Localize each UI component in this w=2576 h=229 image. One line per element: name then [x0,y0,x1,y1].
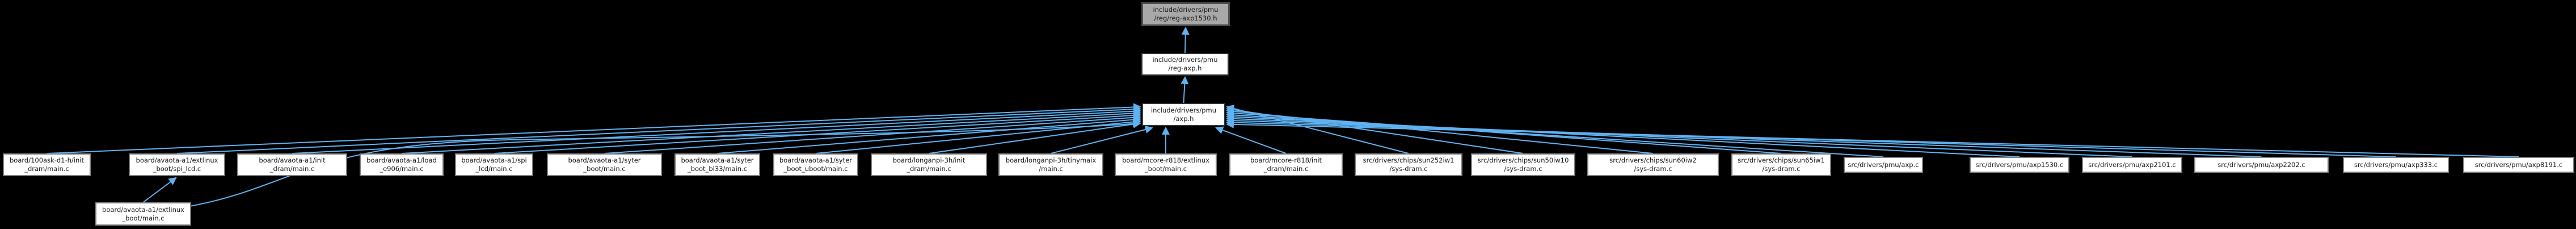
graph-node-label: _dram/main.c [24,165,69,173]
graph-node-label: src/drivers/chips/sun50iw10 [1477,156,1569,165]
graph-node-avaota-syter-boot[interactable]: board/avaota-a1/syter_boot/main.c [547,153,662,176]
graph-node-label: board/avaota-a1/syter [779,156,853,165]
graph-node-avaota-load-e906[interactable]: board/avaota-a1/load_e906/main.c [360,153,444,176]
graph-node-label: _boot/main.c [122,214,165,222]
graph-node-longanpi-3h-init-dram[interactable]: board/longanpi-3h/init_dram/main.c [871,153,987,176]
graph-node-avaota-extlinux-main[interactable]: board/avaota-a1/extlinux_boot/main.c [95,202,191,226]
graph-node-label: _boot_uboot/main.c [783,165,848,173]
graph-node-label: /axp.h [1173,114,1194,123]
edge-axp-h-to-reg-axp-h [1181,76,1189,103]
graph-node-sun252iw1-sys-dram[interactable]: src/drivers/chips/sun252iw1/sys-dram.c [1355,153,1462,176]
graph-node-label: /sys-dram.c [1504,165,1542,173]
graph-node-avaota-init-dram[interactable]: board/avaota-a1/init_dram/main.c [237,153,347,176]
graph-node-label: /reg/reg-axp1530.h [1154,14,1217,22]
graph-node-sun60iw2-sys-dram[interactable]: src/drivers/chips/sun60iw2/sys-dram.c [1587,153,1719,176]
graph-node-label: board/avaota-a1/init [259,156,326,165]
graph-node-label: board/avaota-a1/extlinux [102,205,184,214]
graph-node-avaota-extlinux-spi-lcd[interactable]: board/avaota-a1/extlinux_boot/spi_lcd.c [129,153,225,176]
graph-node-label: src/drivers/pmu/axp2101.c [2088,160,2176,169]
graph-node-label: board/avaota-a1/load [366,156,437,165]
graph-node-label: src/drivers/pmu/axp.c [1848,160,1919,169]
graph-node-label: _boot/main.c [583,165,626,173]
edge-sun65iw1-sys-dram-to-axp-h [1225,109,1782,154]
graph-node-label: board/100ask-d1-h/init [10,156,84,165]
graph-node-label: board/avaota-a1/spi [461,156,527,165]
graph-node-label: /sys-dram.c [1389,165,1428,173]
graph-node-sun50iw10-sys-dram[interactable]: src/drivers/chips/sun50iw10/sys-dram.c [1471,153,1575,176]
edge-reg-axp-h-to-reg-axp1530-h [1181,26,1190,53]
graph-node-label: src/drivers/chips/sun60iw2 [1609,156,1697,165]
graph-node-axp2101-c[interactable]: src/drivers/pmu/axp2101.c [2082,157,2182,173]
graph-node-reg-axp1530-h[interactable]: include/drivers/pmu/reg/reg-axp1530.h [1141,2,1230,26]
graph-node-label: include/drivers/pmu [1153,6,1219,14]
edge-avaota-init-dram-to-axp-h [292,107,1142,154]
edge-avaota-extlinux-main-to-avaota-extlinux-spi-lcd [142,177,177,203]
graph-node-axp-c[interactable]: src/drivers/pmu/axp.c [1844,157,1923,173]
graph-node-label: /sys-dram.c [1762,165,1801,173]
edge-longanpi-3h-tinymaix-to-axp-h [1051,126,1154,154]
graph-node-label: board/avaota-a1/extlinux [136,156,218,165]
graph-node-label: board/longanpi-3h/tinymaix [1005,156,1097,165]
graph-node-label: /sys-dram.c [1634,165,1672,173]
graph-node-avaota-syter-boot-uboot[interactable]: board/avaota-a1/syter_boot_uboot/main.c [773,153,858,176]
graph-node-label: _e906/main.c [380,165,424,173]
graph-node-axp1530-c[interactable]: src/drivers/pmu/axp1530.c [1970,157,2069,173]
graph-node-label: _dram/main.c [907,165,951,173]
graph-node-label: board/avaota-a1/syter [568,156,641,165]
graph-node-axp-h[interactable]: include/drivers/pmu/axp.h [1142,103,1225,126]
graph-node-100ask-d1-h-init-dram[interactable]: board/100ask-d1-h/init_dram/main.c [3,153,91,176]
graph-node-sun65iw1-sys-dram[interactable]: src/drivers/chips/sun65iw1/sys-dram.c [1731,153,1831,176]
graph-node-label: /reg-axp.h [1168,64,1202,72]
graph-node-label: src/drivers/pmu/axp2202.c [2217,160,2305,169]
graph-node-label: _dram/main.c [269,165,315,173]
graph-node-avaota-spi-lcd[interactable]: board/avaota-a1/spi_lcd/main.c [455,153,533,176]
edge-axp-c-to-axp-h [1225,111,1884,157]
graph-node-mcore-r818-extlinux-boot[interactable]: board/mcore-r818/extlinux_boot/main.c [1115,153,1217,176]
graph-node-label: board/longanpi-3h/init [892,156,966,165]
edge-axp333-c-to-axp-h [1225,118,2396,157]
edge-mcore-r818-init-dram-to-axp-h [1215,126,1287,154]
graph-node-mcore-r818-init-dram[interactable]: board/mcore-r818/init_dram/main.c [1229,153,1343,176]
graph-node-label: _lcd/main.c [475,165,513,173]
edge-100ask-d1-h-init-dram-to-axp-h [47,103,1142,154]
graph-node-label: src/drivers/pmu/axp8191.c [2474,160,2563,169]
graph-node-label: /main.c [1039,165,1063,173]
graph-node-label: src/drivers/chips/sun252iw1 [1363,156,1454,165]
edge-avaota-extlinux-spi-lcd-to-axp-h [176,105,1142,154]
graph-node-label: board/mcore-r818/init [1250,156,1322,165]
graph-node-axp2202-c[interactable]: src/drivers/pmu/axp2202.c [2194,157,2329,173]
edge-avaota-syter-boot-bl33-to-axp-h [717,115,1142,154]
edge-group [47,26,2519,207]
edge-axp2101-c-to-axp-h [1225,114,2132,157]
edge-avaota-syter-boot-to-axp-h [604,113,1142,154]
graph-node-label: include/drivers/pmu [1152,56,1218,64]
edge-axp2202-c-to-axp-h [1225,116,2262,157]
graph-node-axp333-c[interactable]: src/drivers/pmu/axp333.c [2343,157,2449,173]
graph-node-reg-axp-h[interactable]: include/drivers/pmu/reg-axp.h [1141,53,1229,76]
graph-node-label: _boot_bl33/main.c [687,165,748,173]
graph-node-label: src/drivers/pmu/axp333.c [2354,160,2438,169]
edge-longanpi-3h-init-dram-to-axp-h [929,120,1142,154]
graph-node-label: _boot/main.c [1144,165,1187,173]
edge-axp8191-c-to-axp-h [1225,120,2519,157]
graph-node-label: board/mcore-r818/extlinux [1122,156,1209,165]
graph-node-label: include/drivers/pmu [1150,106,1217,114]
graph-node-label: _dram/main.c [1263,165,1309,173]
graph-node-label: src/drivers/pmu/axp1530.c [1975,160,2064,169]
edge-axp1530-c-to-axp-h [1225,113,2020,157]
edge-avaota-load-e906-to-axp-h [401,109,1142,154]
graph-node-label: _boot/spi_lcd.c [153,165,201,173]
graph-node-label: board/avaota-a1/syter [681,156,754,165]
edge-avaota-extlinux-main-to-axp-h [186,119,1141,207]
graph-node-label: src/drivers/chips/sun65iw1 [1738,156,1825,165]
graph-node-longanpi-3h-tinymaix[interactable]: board/longanpi-3h/tinymaix/main.c [998,153,1103,176]
graph-node-avaota-syter-boot-bl33[interactable]: board/avaota-a1/syter_boot_bl33/main.c [674,153,760,176]
graph-node-axp8191-c[interactable]: src/drivers/pmu/axp8191.c [2463,157,2574,173]
